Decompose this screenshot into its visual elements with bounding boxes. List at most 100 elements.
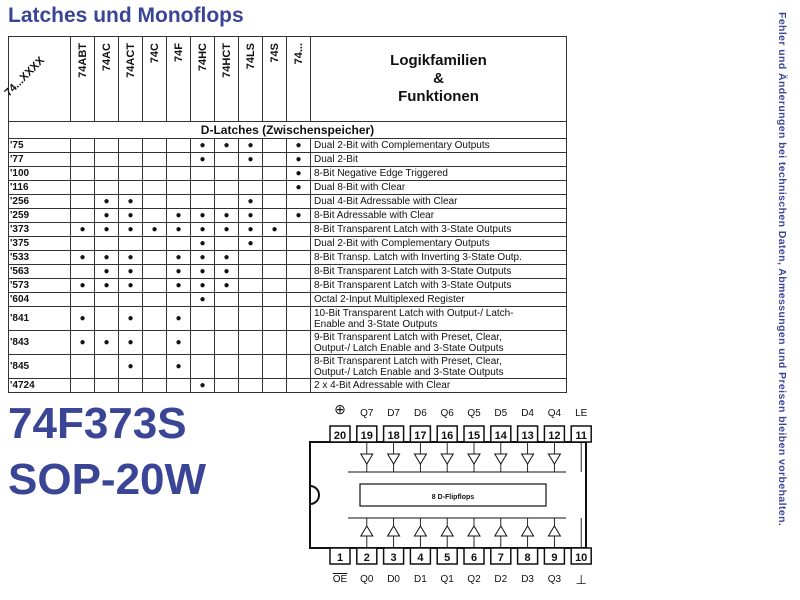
availability-cell: [70, 180, 95, 195]
availability-dot: ●: [223, 209, 230, 221]
availability-cell: [238, 180, 263, 195]
family-label: 74HCT: [220, 43, 233, 78]
table-row: '256●●●Dual 4-Bit Adressable with Clear: [8, 194, 567, 209]
function-line: 8-Bit Negative Edge Triggered: [314, 168, 448, 179]
function-line: 8-Bit Transparent Latch with 3-State Out…: [314, 280, 512, 291]
availability-cell: [286, 378, 311, 393]
disclaimer-note: Fehler und Änderungen bei technischen Da…: [776, 12, 788, 527]
availability-cell: [214, 180, 239, 195]
availability-dot: ●: [247, 195, 254, 207]
availability-cell: ●: [166, 208, 191, 223]
table-header-row: 74...XXXX 74ABT 74AC 74ACT 74C 74F 74HC …: [3, 36, 567, 122]
availability-cell: [214, 236, 239, 251]
availability-dot: ●: [199, 293, 206, 305]
function-line: Dual 2-Bit: [314, 154, 358, 165]
logic-family-table: 74...XXXX 74ABT 74AC 74ACT 74C 74F 74HC …: [3, 36, 567, 393]
table-row: '533●●●●●●8-Bit Transp. Latch with Inver…: [8, 250, 567, 265]
function-description: 10-Bit Transparent Latch with Output-/ L…: [310, 306, 567, 331]
availability-cell: [166, 152, 191, 167]
availability-dot: ●: [175, 279, 182, 291]
table-row: '845●●8-Bit Transparent Latch with Prese…: [8, 354, 567, 379]
availability-cell: [70, 264, 95, 279]
availability-cell: [118, 180, 143, 195]
family-label: 74AC: [100, 43, 113, 72]
availability-dot: ●: [223, 223, 230, 235]
availability-cell: ●: [118, 208, 143, 223]
availability-cell: [262, 292, 287, 307]
availability-cell: ●: [166, 250, 191, 265]
availability-cell: [142, 292, 167, 307]
availability-cell: [262, 278, 287, 293]
family-label: 74F: [172, 43, 185, 62]
availability-dot: ●: [127, 336, 134, 348]
availability-cell: [94, 138, 119, 153]
availability-cell: [214, 306, 239, 331]
pin-label-top: D5: [494, 408, 507, 419]
availability-dot: ●: [199, 139, 206, 151]
family-label: 74C: [148, 43, 161, 64]
part-number: 74F373S: [8, 399, 187, 448]
section-row: D-Latches (Zwischenspeicher): [8, 121, 567, 139]
function-description: 9-Bit Transparent Latch with Preset, Cle…: [310, 330, 567, 355]
availability-cell: ●: [238, 208, 263, 223]
availability-cell: [262, 264, 287, 279]
availability-cell: ●: [166, 264, 191, 279]
availability-dot: ●: [127, 279, 134, 291]
availability-cell: [142, 278, 167, 293]
availability-cell: ●: [118, 222, 143, 237]
availability-cell: ●: [262, 222, 287, 237]
family-header: 74C: [142, 36, 167, 122]
availability-cell: [70, 378, 95, 393]
availability-cell: [238, 306, 263, 331]
table-row: '4724●2 x 4-Bit Adressable with Clear: [8, 378, 567, 393]
availability-dot: ●: [223, 139, 230, 151]
function-description: Dual 2-Bit with Complementary Outputs: [310, 138, 567, 153]
availability-dot: ●: [127, 265, 134, 277]
buffer-gate-top: [547, 453, 562, 465]
part-suffix: '100: [8, 166, 71, 181]
function-description: 8-Bit Negative Edge Triggered: [310, 166, 567, 181]
availability-cell: [238, 354, 263, 379]
pin-number-bottom: 9: [551, 552, 557, 564]
availability-cell: [166, 138, 191, 153]
function-line: Output-/ Latch Enable and 3-State Output…: [314, 366, 504, 378]
availability-cell: [142, 354, 167, 379]
availability-cell: [214, 330, 239, 355]
availability-dot: ●: [199, 153, 206, 165]
availability-cell: ●: [286, 152, 311, 167]
availability-cell: [70, 166, 95, 181]
availability-cell: [142, 330, 167, 355]
availability-dot: ●: [127, 195, 134, 207]
availability-dot: ●: [247, 139, 254, 151]
availability-cell: ●: [70, 250, 95, 265]
chip-notch: [309, 485, 320, 505]
availability-cell: ●: [190, 236, 215, 251]
availability-cell: [190, 180, 215, 195]
availability-cell: ●: [190, 250, 215, 265]
availability-cell: ●: [214, 250, 239, 265]
availability-cell: [118, 236, 143, 251]
availability-cell: [118, 138, 143, 153]
availability-cell: ●: [94, 208, 119, 223]
availability-dot: ●: [271, 223, 278, 235]
availability-cell: ●: [94, 222, 119, 237]
pin-label-bottom: Q3: [548, 574, 562, 585]
function-line: 9-Bit Transparent Latch with Preset, Cle…: [314, 331, 502, 343]
availability-cell: ●: [238, 138, 263, 153]
section-title: D-Latches (Zwischenspeicher): [8, 121, 567, 139]
function-description: Dual 8-Bit with Clear: [310, 180, 567, 195]
function-description: 8-Bit Transparent Latch with Preset, Cle…: [310, 354, 567, 379]
availability-cell: [94, 166, 119, 181]
pin-number-top: 15: [468, 430, 480, 442]
availability-cell: ●: [286, 208, 311, 223]
buffer-gate-top: [386, 453, 401, 465]
table-row: '604●Octal 2-Input Multiplexed Register: [8, 292, 567, 307]
availability-cell: [70, 292, 95, 307]
availability-cell: ●: [118, 278, 143, 293]
pin-box-top: [329, 425, 351, 443]
pin-label-top: LE: [575, 408, 588, 419]
function-line: 8-Bit Adressable with Clear: [314, 210, 435, 221]
function-description: Dual 2-Bit: [310, 152, 567, 167]
availability-cell: ●: [94, 278, 119, 293]
table-row: '259●●●●●●●8-Bit Adressable with Clear: [8, 208, 567, 223]
